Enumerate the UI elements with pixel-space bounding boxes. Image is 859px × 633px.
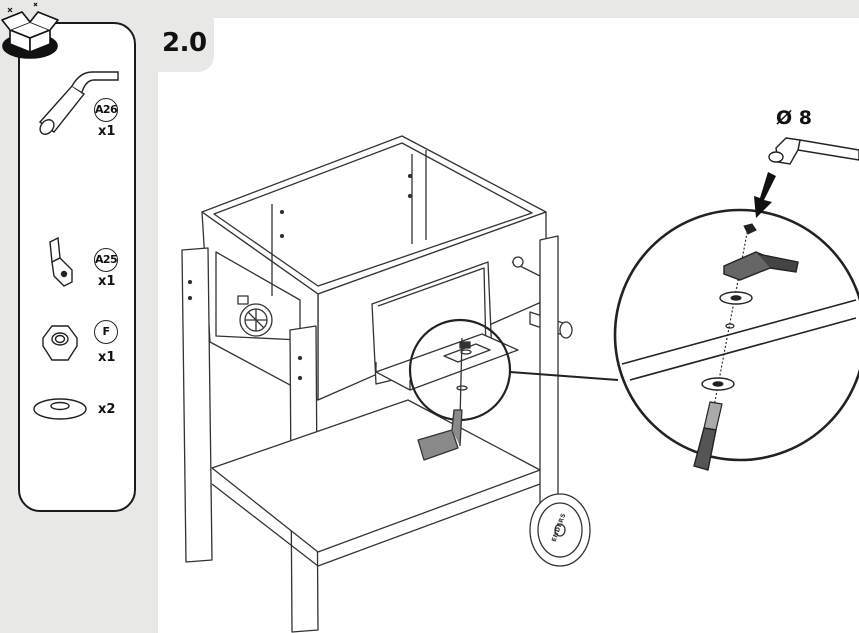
part-qty-f: x1 <box>98 350 116 365</box>
part-badge-a25: A25 <box>94 248 118 272</box>
nut-icon <box>42 325 78 361</box>
bracket-icon <box>49 236 73 287</box>
grill-cart-drawing <box>181 135 619 633</box>
part-badge-a26: A26 <box>94 98 118 122</box>
part-qty-a26: x1 <box>98 124 116 139</box>
handle-icon <box>38 71 119 135</box>
step-number: 2.0 <box>162 28 207 58</box>
part-badge-f: F <box>94 320 118 344</box>
open-box-icon <box>1 2 59 59</box>
part-qty-washer: x2 <box>98 402 116 417</box>
tool-size-label: Ø 8 <box>776 107 812 129</box>
socket-wrench-icon <box>768 137 859 165</box>
part-qty-a25: x1 <box>98 274 116 289</box>
step-tab <box>152 18 214 72</box>
washer-icon <box>33 398 87 420</box>
detail-zoom-circle <box>613 208 859 471</box>
insert-arrow <box>754 172 776 218</box>
